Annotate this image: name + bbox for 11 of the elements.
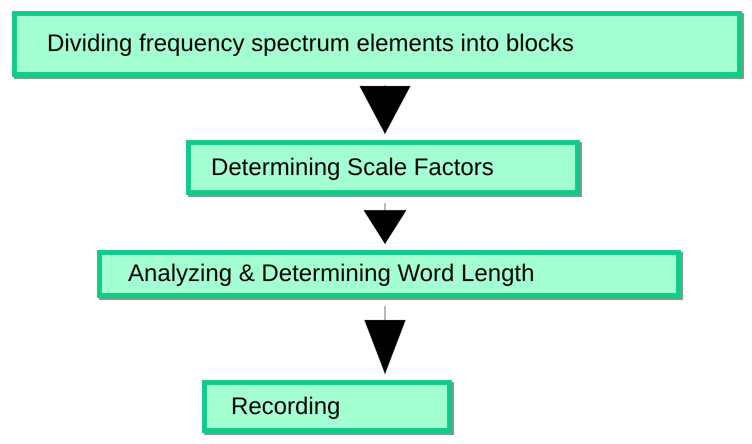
process-box <box>97 250 681 298</box>
process-box <box>12 11 742 77</box>
step-label: Dividing frequency spectrum elements into blocks <box>47 30 574 58</box>
step-label: Recording <box>231 392 340 420</box>
arrow <box>360 84 410 134</box>
arrow <box>364 202 406 244</box>
process-box <box>202 380 452 433</box>
step-label: Determining Scale Factors <box>211 154 494 182</box>
arrow <box>364 306 406 374</box>
step-label: Analyzing & Determining Word Length <box>128 260 534 288</box>
process-box <box>186 140 580 195</box>
